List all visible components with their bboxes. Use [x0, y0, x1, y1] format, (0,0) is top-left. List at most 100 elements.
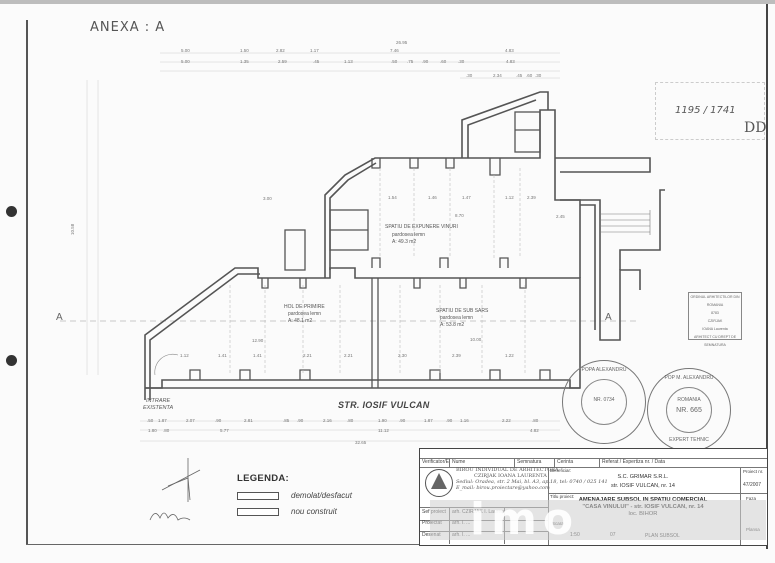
- legend-label: demolat/desfacut: [291, 491, 352, 500]
- svg-text:5.00: 5.00: [181, 59, 190, 64]
- svg-text:1.54: 1.54: [388, 195, 397, 200]
- seal-role: EXPERT TEHNIC: [669, 437, 709, 443]
- beneficiary-block: S.C. GRIMAR S.R.L. str. IOSIF VULCAN, nr…: [548, 467, 738, 491]
- svg-text:1.41: 1.41: [218, 353, 227, 358]
- legend-item-new: nou construit: [237, 507, 352, 516]
- svg-text:.80: .80: [347, 418, 354, 423]
- svg-text:.30: .30: [458, 59, 465, 64]
- svg-text:pardosea lemn: pardosea lemn: [288, 311, 321, 317]
- scan-top-edge: [0, 0, 775, 4]
- svg-text:.60: .60: [526, 73, 533, 78]
- legend: LEGENDA: demolat/desfacut nou construit: [237, 473, 352, 516]
- firm-info: BIROU INDIVIDUAL DE ARHITECTURA CZIRJAK …: [456, 467, 608, 491]
- architect-stamp-line: CZIRJAK: [707, 319, 723, 323]
- svg-text:1.87: 1.87: [424, 418, 433, 423]
- seal-text: POP M. ALEXANDRU: [664, 375, 714, 381]
- svg-text:.45: .45: [516, 73, 523, 78]
- section-marker-left: A: [56, 312, 63, 323]
- header-cell: Nume: [450, 458, 515, 467]
- legend-label: nou construit: [291, 507, 337, 516]
- svg-text:26.95: 26.95: [396, 40, 408, 45]
- phase-label: Faza: [746, 496, 757, 501]
- svg-text:3.00: 3.00: [263, 196, 272, 201]
- svg-text:2.16: 2.16: [323, 418, 332, 423]
- client-address: str. IOSIF VULCAN, nr. 14: [611, 483, 675, 489]
- svg-text:1.12: 1.12: [505, 195, 514, 200]
- firm-name: BIROU INDIVIDUAL DE ARHITECTURA: [456, 467, 559, 473]
- binder-hole-icon: [6, 206, 17, 217]
- vault-lines: [229, 168, 526, 375]
- svg-text:2.21: 2.21: [303, 353, 312, 358]
- dimension-lines-top: [160, 52, 560, 79]
- frame-border-right: [766, 4, 768, 549]
- svg-text:10.00: 10.00: [470, 337, 482, 342]
- interior-walls: [189, 111, 551, 388]
- frame-border-left: [26, 20, 28, 545]
- svg-text:1.87: 1.87: [158, 418, 167, 423]
- registration-stamp-box: [655, 82, 765, 140]
- seal-text: POPA ALEXANDRU: [581, 367, 627, 373]
- svg-text:1.13: 1.13: [344, 59, 353, 64]
- svg-text:2.07: 2.07: [186, 418, 195, 423]
- svg-text:2.39: 2.39: [527, 195, 536, 200]
- architect-stamp-line: 8783: [711, 311, 719, 315]
- svg-text:.50: .50: [391, 59, 398, 64]
- frame-border-bottom: [26, 544, 766, 545]
- svg-text:A: 53.8 m2: A: 53.8 m2: [440, 322, 464, 328]
- legend-title: LEGENDA:: [237, 473, 290, 484]
- svg-text:.80: .80: [532, 418, 539, 423]
- svg-text:2.21: 2.21: [344, 353, 353, 358]
- project-number: 47/2007: [743, 482, 762, 488]
- svg-text:11.12: 11.12: [378, 428, 389, 433]
- expert-seal-1: POPA ALEXANDRU NR. 0734: [562, 360, 646, 444]
- architect-stamp-line: ARHITECT CU DREPT DE SEMNATURA: [693, 335, 737, 347]
- svg-text:5.77: 5.77: [220, 428, 229, 433]
- svg-text:4.82: 4.82: [530, 428, 539, 433]
- svg-text:12.90: 12.90: [252, 338, 264, 343]
- svg-text:2.34: 2.34: [493, 73, 502, 78]
- svg-text:1.50: 1.50: [240, 48, 249, 53]
- svg-text:32.65: 32.65: [355, 440, 367, 445]
- header-cell: Verificator/Expert: [422, 458, 450, 467]
- firm-owner: CZIRJAK IOANA LAURENTA: [474, 473, 547, 479]
- svg-text:4.83: 4.83: [506, 59, 515, 64]
- svg-text:.80: .80: [163, 428, 170, 433]
- svg-text:.45: .45: [313, 59, 320, 64]
- seal-number: NR. 0734: [593, 397, 615, 403]
- header-cell: Semnatura: [515, 458, 555, 467]
- legend-item-demolished: demolat/desfacut: [237, 491, 352, 500]
- handwritten-initials: DD: [744, 120, 767, 136]
- svg-text:1.47: 1.47: [462, 195, 471, 200]
- dimension-lines-bottom: [140, 420, 560, 442]
- svg-text:.75: .75: [407, 59, 414, 64]
- firm-logo-icon: [425, 469, 453, 497]
- svg-text:8.70: 8.70: [455, 213, 464, 218]
- north-arrow-icon: [161, 458, 201, 502]
- client-name: S.C. GRIMAR S.R.L.: [617, 474, 669, 480]
- svg-text:.85: .85: [283, 418, 290, 423]
- svg-text:5.00: 5.00: [181, 48, 190, 53]
- architect-stamp: ORDINUL ARHITECTILOR DIN ROMANIA 8783 CZ…: [688, 292, 742, 347]
- stairs: [600, 210, 651, 235]
- svg-text:1.12: 1.12: [180, 353, 189, 358]
- svg-text:1.16: 1.16: [460, 418, 469, 423]
- svg-text:4.83: 4.83: [505, 48, 514, 53]
- svg-text:SPATIU DE SUB SARS: SPATIU DE SUB SARS: [436, 308, 489, 314]
- binder-hole-icon: [6, 355, 17, 366]
- svg-text:.90: .90: [297, 418, 304, 423]
- svg-text:2.59: 2.59: [278, 59, 287, 64]
- svg-text:2.39: 2.39: [452, 353, 461, 358]
- svg-text:10.58: 10.58: [70, 223, 75, 235]
- svg-text:1.46: 1.46: [428, 195, 437, 200]
- svg-text:.50: .50: [147, 418, 154, 423]
- svg-text:2.81: 2.81: [244, 418, 253, 423]
- svg-text:1.22: 1.22: [505, 353, 514, 358]
- title-block-header-row: Verificator/Expert Nume Semnatura Cerint…: [420, 458, 767, 468]
- signature-scribble: [149, 512, 191, 521]
- svg-text:.90: .90: [399, 418, 406, 423]
- svg-text:2.82: 2.82: [276, 48, 285, 53]
- entrance-label-line2: EXISTENTA: [143, 405, 174, 411]
- svg-text:1.17: 1.17: [310, 48, 319, 53]
- entrance-label: INTRARE EXISTENTA: [143, 398, 173, 412]
- svg-text:HOL DE PRIMIRE: HOL DE PRIMIRE: [284, 304, 325, 310]
